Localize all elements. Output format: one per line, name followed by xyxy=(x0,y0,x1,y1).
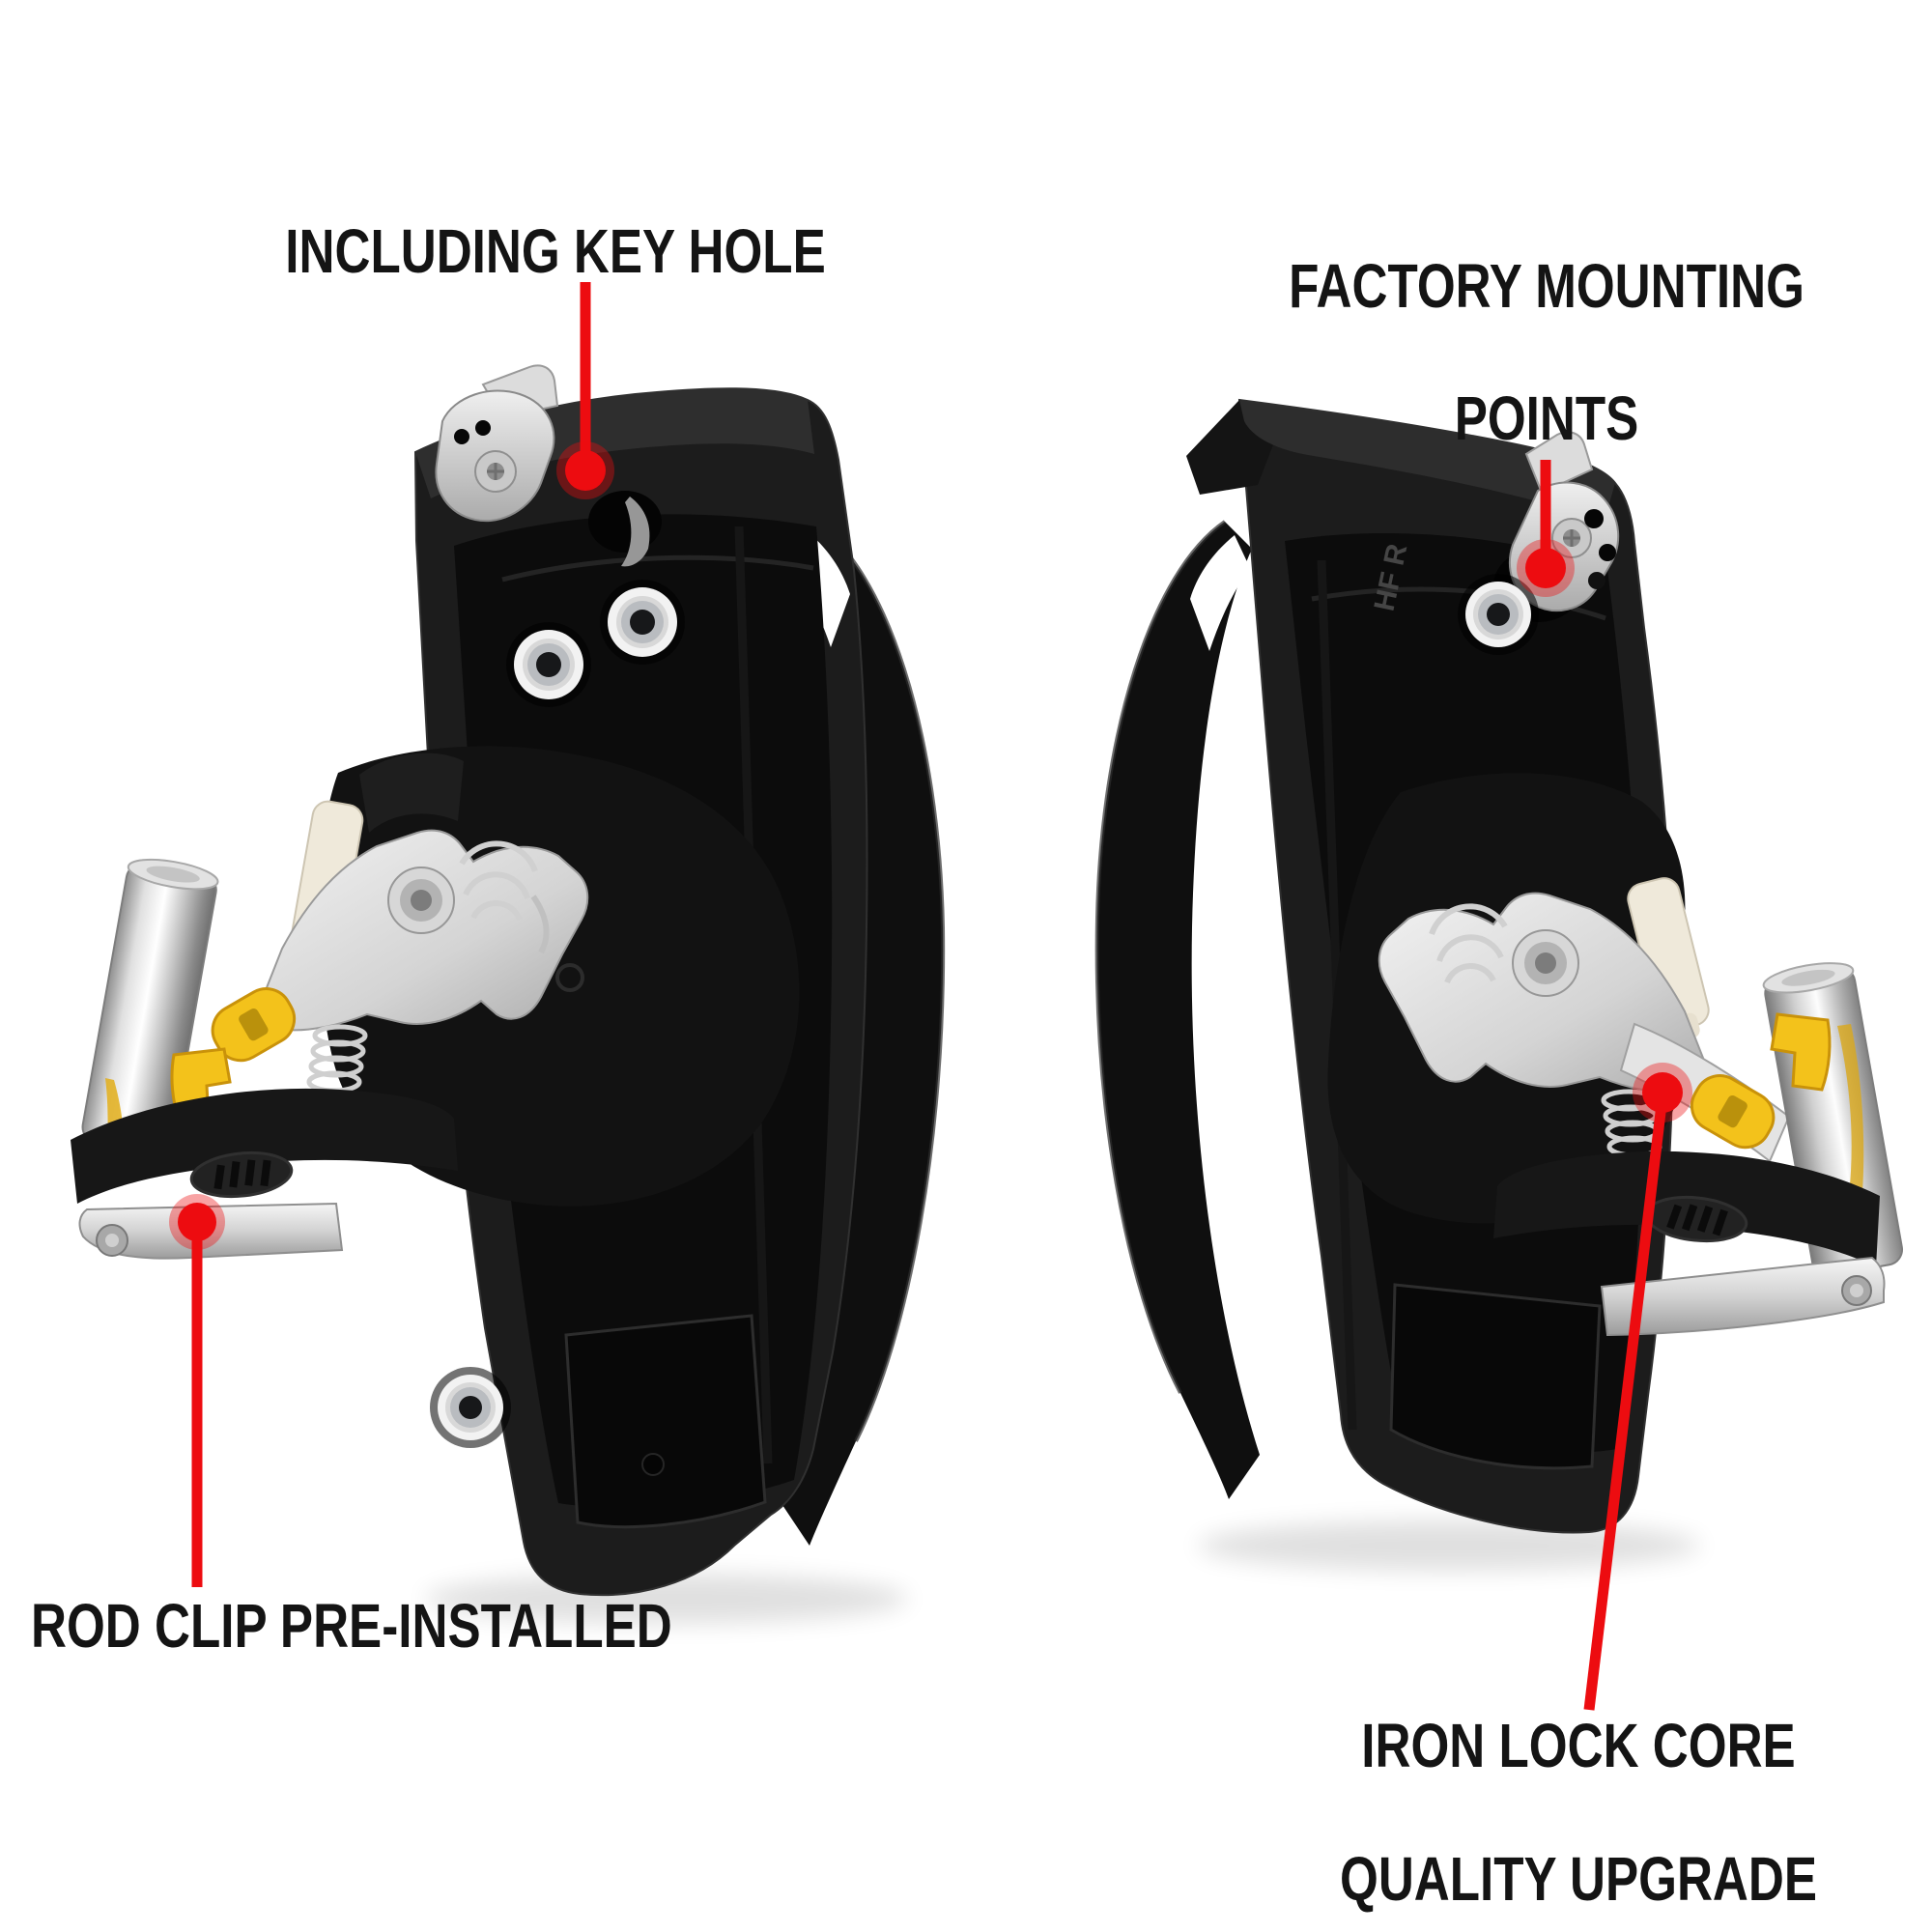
left-arm-emboss xyxy=(189,1151,294,1199)
left-recess-ridge-1 xyxy=(501,554,814,582)
left-base-top-facet xyxy=(415,388,814,498)
left-emboss-logo xyxy=(555,963,584,992)
left-torsion-spring xyxy=(459,840,550,954)
caption-mounting-line2: POINTS xyxy=(1432,387,1662,449)
callout-dots xyxy=(169,441,1692,1250)
right-mounting-bushing-top xyxy=(1458,574,1539,655)
caption-lock-core-line1-text: IRON LOCK CORE xyxy=(1361,1711,1796,1780)
callout-rod-clip-dot xyxy=(169,1194,225,1250)
callout-key-hole-dot xyxy=(556,441,614,499)
left-mounting-bushing-mid xyxy=(506,622,591,707)
right-base-top-facet xyxy=(1239,400,1615,524)
right-arm-emboss xyxy=(1644,1195,1748,1243)
caption-rod-clip-text: ROD CLIP PRE-INSTALLED xyxy=(31,1591,672,1661)
left-grip-highlight xyxy=(811,520,946,1442)
left-coil-spring xyxy=(306,1024,368,1094)
left-mounting-bushing-bottom xyxy=(430,1367,511,1448)
right-handle-shadow xyxy=(1198,1520,1700,1571)
callout-lock-core-dot xyxy=(1633,1063,1692,1122)
caption-lock-core-line1: IRON LOCK CORE xyxy=(1307,1715,1850,1776)
left-keyhole xyxy=(588,491,662,567)
left-link-arm xyxy=(71,1088,458,1204)
caption-mounting-line1: FACTORY MOUNTING xyxy=(1224,255,1868,317)
right-metal-bar xyxy=(1600,1256,1886,1337)
left-bottom-screw-hole xyxy=(641,1453,665,1476)
right-grip-highlight xyxy=(1094,520,1227,1394)
caption-lock-core-line2: QUALITY UPGRADE xyxy=(1280,1848,1877,1910)
right-lever-pivot xyxy=(1512,929,1579,997)
caption-rod-clip: ROD CLIP PRE-INSTALLED xyxy=(31,1595,833,1657)
caption-mounting-line1-text: FACTORY MOUNTING xyxy=(1289,251,1804,321)
left-mounting-bushing-top xyxy=(600,580,685,665)
caption-lock-core-line2-text: QUALITY UPGRADE xyxy=(1339,1844,1818,1914)
caption-key-hole-text: INCLUDING KEY HOLE xyxy=(285,216,826,286)
caption-key-hole: INCLUDING KEY HOLE xyxy=(217,220,893,282)
left-door-handle-assembly xyxy=(71,364,946,1624)
left-bottom-tray xyxy=(564,1314,767,1529)
left-latch-claw xyxy=(359,753,464,833)
right-torsion-spring xyxy=(1429,903,1508,984)
right-bar-rivet xyxy=(1841,1275,1872,1306)
right-yellow-rod-clip xyxy=(1690,1012,1832,1150)
callout-overlay xyxy=(191,282,1668,1711)
right-door-handle-assembly: HF R xyxy=(1094,398,1904,1571)
caption-mounting-line2-text: POINTS xyxy=(1454,384,1639,453)
left-bar-rivet xyxy=(96,1224,128,1257)
callout-lock-core-line xyxy=(1583,1095,1668,1711)
left-lever-pivot xyxy=(387,867,455,934)
right-bottom-tray xyxy=(1389,1283,1602,1470)
callout-mounting-points-dot xyxy=(1517,539,1575,597)
right-handle-grip xyxy=(1096,522,1260,1499)
right-base-grip-gap xyxy=(1190,535,1250,651)
right-rod-grease xyxy=(1837,1024,1864,1195)
left-handle-shadow xyxy=(425,1574,908,1624)
left-mounting-bracket xyxy=(435,364,559,523)
